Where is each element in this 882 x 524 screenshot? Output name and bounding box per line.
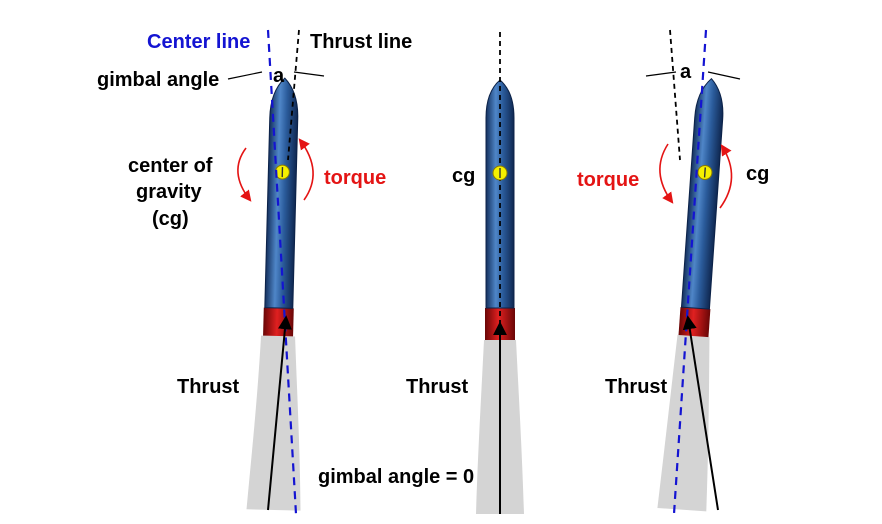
cg-label-middle: cg (452, 165, 475, 187)
torque-label-left: torque (324, 167, 386, 189)
angle-symbol-left: a (273, 65, 285, 87)
torque-arrow-right-cw (719, 144, 733, 209)
exhaust-plume-left (246, 335, 301, 511)
thrust-label-middle: Thrust (406, 376, 469, 398)
thrust-arrow-left (267, 315, 292, 511)
angle-tick-right-b (707, 71, 741, 80)
rocket-middle (476, 32, 524, 514)
thrust-line-left (287, 29, 300, 161)
cg-label-line3: (cg) (152, 208, 189, 230)
angle-symbol-right: a (680, 61, 692, 83)
cg-label-line2: gravity (136, 181, 202, 203)
cg-label-line1: center of (128, 155, 213, 177)
rocket-body-right (680, 77, 724, 310)
thrust-line-label: Thrust line (310, 31, 412, 53)
torque-label-right: torque (577, 169, 639, 191)
rocket-right (645, 29, 741, 515)
thrust-line-right (669, 29, 681, 161)
thrust-label-right: Thrust (605, 376, 668, 398)
angle-tick-left-b (293, 71, 325, 77)
exhaust-plume-right (657, 334, 710, 512)
center-line-left (266, 29, 298, 515)
torque-arrow-right-ccw (659, 143, 674, 204)
center-line-label: Center line (147, 31, 250, 53)
center-line-right (672, 29, 708, 515)
rocket-left (227, 29, 325, 515)
thrust-label-left: Thrust (177, 376, 240, 398)
cg-label-right: cg (746, 163, 769, 185)
torque-arrow-left-ccw (237, 147, 252, 202)
torque-arrow-left-cw (298, 138, 314, 201)
angle-tick-left-a (227, 71, 263, 80)
gimbal-zero-label: gimbal angle = 0 (318, 466, 474, 488)
angle-tick-right-a (645, 71, 677, 77)
nozzle-right (678, 307, 711, 338)
gimbal-angle-label: gimbal angle (97, 69, 219, 91)
thrust-arrow-right (682, 315, 719, 511)
nozzle-left (263, 307, 294, 337)
